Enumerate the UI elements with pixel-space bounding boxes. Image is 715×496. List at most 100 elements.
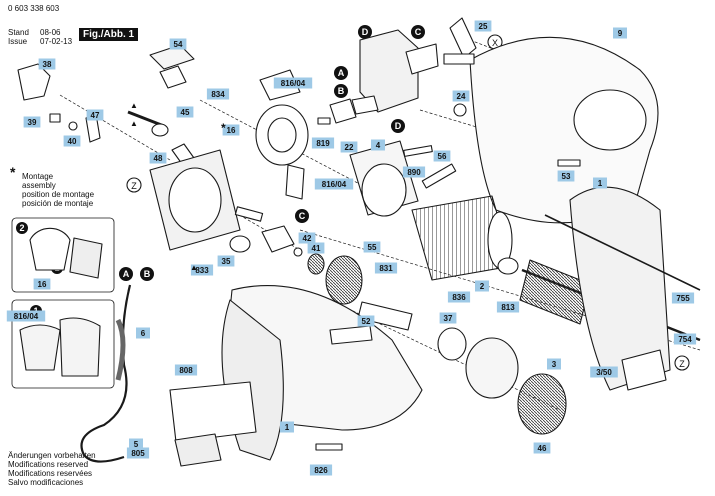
- callout-text: 3/50: [596, 368, 612, 377]
- fork: [449, 17, 477, 59]
- washer: [293, 247, 303, 257]
- legend-line: Montage: [22, 172, 54, 181]
- callout-text: 42: [303, 234, 312, 243]
- callout-text: 25: [479, 22, 488, 31]
- callout-text: 805: [131, 449, 145, 458]
- star-marker: *: [221, 121, 226, 135]
- triangle-marker: ▲: [190, 263, 198, 272]
- z-marker: Z: [126, 177, 142, 193]
- triangle-marker: ▲: [130, 119, 138, 128]
- stand-date: 08-06: [40, 28, 61, 37]
- callout-text: 813: [501, 303, 515, 312]
- callout-text: 16: [38, 280, 47, 289]
- callout-c48: 48: [149, 152, 167, 164]
- washer: [68, 121, 78, 131]
- callout-text: 38: [43, 60, 52, 69]
- callout-text: 55: [368, 243, 377, 252]
- callout-text: 40: [68, 137, 77, 146]
- detail-inset-1: [11, 217, 115, 293]
- footer-line: Salvo modificaciones: [8, 478, 84, 487]
- callout-c1-a: 1: [593, 177, 607, 189]
- spindle-bearing: [437, 327, 467, 361]
- callout-c6: 6: [136, 327, 150, 339]
- drill-chuck: [517, 373, 567, 435]
- callout-c22: 22: [340, 141, 358, 153]
- callout-text: 4: [376, 141, 381, 150]
- part-number: 0 603 338 603: [8, 4, 60, 13]
- callout-text: 47: [91, 111, 100, 120]
- marker-d: D: [395, 121, 402, 131]
- callout-c833: 833: [190, 264, 214, 276]
- fan: [261, 225, 295, 253]
- pinion: [307, 253, 325, 275]
- switch: [359, 29, 419, 113]
- brush-ring-hub: [267, 117, 297, 153]
- screw-clip: [329, 98, 357, 124]
- rating-plate: [169, 381, 257, 443]
- callout-text: 54: [174, 40, 183, 49]
- callout-text: 833: [195, 266, 209, 275]
- armature-core: [519, 259, 591, 325]
- pin: [557, 159, 581, 167]
- callout-c831: 831: [374, 262, 398, 274]
- callout-c836: 836: [447, 291, 471, 303]
- callout-text: 816/04: [281, 79, 306, 88]
- callout-text: 5: [134, 440, 139, 449]
- figure-label: Fig./Abb. 1: [79, 28, 139, 41]
- callout-text: 52: [362, 317, 371, 326]
- callout-text: 6: [141, 329, 146, 338]
- lead: [285, 164, 305, 200]
- callout-c55: 55: [363, 241, 381, 253]
- callout-text: 816/04: [14, 312, 39, 321]
- callout-c3-50: 3/50: [590, 366, 618, 378]
- spring-seat: [151, 123, 169, 137]
- callout-c890: 890: [402, 166, 426, 178]
- depth-stop: [544, 214, 701, 291]
- callout-c25: 25: [474, 20, 492, 32]
- marker-b: B: [144, 269, 151, 279]
- callout-c819: 819: [311, 137, 335, 149]
- callout-c826: 826: [309, 464, 333, 476]
- callout-text: 1: [598, 179, 603, 188]
- callout-text: 816/04: [322, 180, 347, 189]
- callout-c816-04-b: 816/04: [314, 178, 354, 190]
- gear-housing: [465, 337, 519, 399]
- svg-text:Z: Z: [131, 181, 137, 191]
- callout-c46: 46: [533, 442, 551, 454]
- callout-text: 755: [676, 294, 690, 303]
- callout-c53: 53: [557, 170, 575, 182]
- callout-text: 41: [312, 244, 321, 253]
- callout-c816-04-c: 816/04: [6, 310, 46, 322]
- callout-text: 16: [227, 126, 236, 135]
- switch-lever: [17, 63, 51, 101]
- callout-text: 39: [28, 118, 37, 127]
- callout-c35: 35: [217, 255, 235, 267]
- switch-button: [329, 325, 373, 345]
- callout-c834: 834: [206, 88, 230, 100]
- callout-c16: 16: [222, 124, 240, 136]
- switch-trigger: [405, 43, 439, 75]
- callout-text: 826: [314, 466, 328, 475]
- callout-c16-b: 16: [33, 278, 51, 290]
- footer-line: Modifications reservées: [8, 469, 93, 478]
- callout-text: 754: [678, 335, 692, 344]
- svg-text:Z: Z: [679, 359, 685, 369]
- callout-c38: 38: [38, 58, 56, 70]
- callout-c24: 24: [452, 90, 470, 102]
- brush-holder-ring: [361, 163, 407, 217]
- marker-c: C: [299, 211, 306, 221]
- callout-text: 2: [480, 282, 485, 291]
- callout-text: 53: [562, 172, 571, 181]
- footer-line: Modifications reserved: [8, 460, 89, 469]
- fan-opening: [168, 167, 222, 233]
- callout-text: 1: [285, 423, 290, 432]
- z-marker: Z: [674, 355, 690, 371]
- callout-c47: 47: [86, 109, 104, 121]
- callout-text: 9: [618, 29, 623, 38]
- handle-clamp: [621, 349, 667, 391]
- callout-text: 819: [316, 139, 330, 148]
- callout-text: 22: [345, 143, 354, 152]
- callout-c9: 9: [613, 27, 627, 39]
